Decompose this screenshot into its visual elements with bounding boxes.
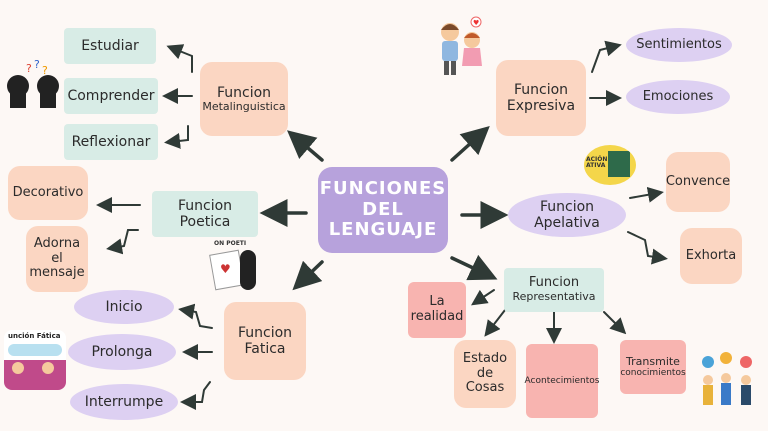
center-line2: DEL [362, 198, 404, 220]
transmite-l1: Transmite [626, 354, 680, 368]
people-talking-illustration [702, 352, 752, 405]
prolonga-label: Prolonga [91, 343, 153, 360]
estudiar-label: Estudiar [81, 37, 139, 54]
rep-title1: Funcion [528, 275, 580, 291]
apelativa-image-text: ACIÓN ATIVA [586, 156, 608, 169]
item-prolonga: Prolonga [68, 334, 176, 370]
arrow-exp-sentimientos [591, 40, 622, 73]
item-reflexionar: Reflexionar [64, 124, 158, 160]
meta-title2: Metalinguistica [202, 99, 286, 113]
comprender-label: Comprender [67, 87, 155, 104]
item-decorativo: Decorativo [8, 166, 88, 220]
interrumpe-label: Interrumpe [84, 393, 164, 410]
decorativo-label: Decorativo [12, 184, 84, 200]
adorna-l3: mensaje [29, 265, 85, 281]
realidad-l2: realidad [410, 309, 464, 324]
poe-title2: Poetica [179, 214, 231, 230]
ape-title2: Apelativa [534, 215, 600, 231]
item-estado-de-cosas: Estado de Cosas [454, 340, 516, 408]
arrow-meta-reflexionar [164, 125, 189, 149]
arrow-rep-estado [484, 309, 506, 337]
item-adorna-mensaje: Adorna el mensaje [26, 226, 88, 292]
item-estudiar: Estudiar [64, 28, 156, 64]
arrow-center-representativa [450, 254, 498, 281]
center-line1: FUNCIONES [319, 177, 447, 199]
fatica-image-text: unción Fática [8, 332, 61, 340]
item-inicio: Inicio [74, 290, 174, 324]
arrow-center-expresiva [450, 125, 490, 162]
kids-talking-illustration: ♥ [441, 16, 482, 75]
emociones-label: Emociones [642, 88, 714, 104]
item-acontecimientos: Acontecimientos [524, 344, 600, 418]
center-line3: LENGUAJE [328, 219, 438, 241]
transmite-l2: conocimientos [620, 368, 686, 379]
adorna-l2: el [51, 250, 63, 266]
arrow-ape-exhorta [627, 231, 668, 265]
realidad-l1: La [429, 294, 445, 310]
item-transmite-conocimientos: Transmite conocimientos [620, 340, 686, 394]
svg-text:?: ? [26, 62, 32, 75]
thinking-people-illustration: ? ? ? [7, 58, 59, 108]
item-comprender: Comprender [64, 78, 158, 114]
fat-title2: Fatica [244, 341, 286, 357]
estado-l1: Estado [462, 350, 508, 366]
exhorta-label: Exhorta [685, 247, 737, 263]
exp-title1: Funcion [513, 81, 569, 98]
apelativa-illustration: ACIÓN ATIVA [584, 145, 636, 185]
funcion-representativa: Funcion Representativa [504, 268, 604, 312]
exp-title2: Expresiva [506, 98, 576, 114]
arrow-fat-interrumpe [180, 381, 211, 410]
arrow-ape-convence [629, 186, 664, 203]
item-emociones: Emociones [626, 80, 730, 114]
funcion-poetica: Funcion Poetica [152, 191, 258, 237]
acontecimientos-label: Acontecimientos [524, 375, 600, 386]
item-convence: Convence [666, 152, 730, 212]
poe-title1: Funcion [177, 197, 233, 214]
estado-l2: de [476, 365, 494, 381]
fatica-illustration: unción Fática [4, 330, 66, 390]
funcion-expresiva: Funcion Expresiva [496, 60, 586, 136]
item-la-realidad: La realidad [408, 282, 466, 338]
arrow-poe-adorna [106, 229, 139, 255]
funcion-fatica: Funcion Fatica [224, 302, 306, 380]
center-node: FUNCIONES DEL LENGUAJE [318, 167, 448, 253]
sentimientos-label: Sentimientos [636, 36, 722, 52]
meta-title1: Funcion [216, 84, 272, 101]
item-interrumpe: Interrumpe [70, 384, 178, 420]
svg-text:?: ? [42, 64, 48, 77]
arrow-meta-estudiar [166, 44, 193, 73]
item-exhorta: Exhorta [680, 228, 742, 284]
inicio-label: Inicio [105, 298, 143, 315]
arrow-rep-transmite [603, 311, 627, 335]
item-sentimientos: Sentimientos [626, 28, 732, 62]
funcion-metalinguistica: Funcion Metalinguistica [200, 62, 288, 136]
fat-title1: Funcion [237, 324, 293, 341]
convence-label: Convence [665, 173, 731, 189]
poetica-illustration: ON POETI ♥ [206, 240, 262, 298]
svg-text:♥: ♥ [473, 19, 479, 27]
arrow-fat-inicio [178, 303, 213, 329]
ape-title1: Funcion [539, 198, 595, 215]
arrow-center-fatica [292, 260, 324, 291]
arrow-center-meta [287, 130, 324, 162]
adorna-l1: Adorna [33, 235, 81, 251]
arrow-rep-realidad [471, 289, 495, 306]
rep-title2: Representativa [512, 290, 596, 304]
estado-l3: Cosas [465, 380, 505, 396]
reflexionar-label: Reflexionar [71, 133, 151, 150]
poetica-image-text: ON POETI [214, 240, 247, 247]
funcion-apelativa: Funcion Apelativa [508, 193, 626, 237]
svg-text:?: ? [34, 58, 40, 71]
